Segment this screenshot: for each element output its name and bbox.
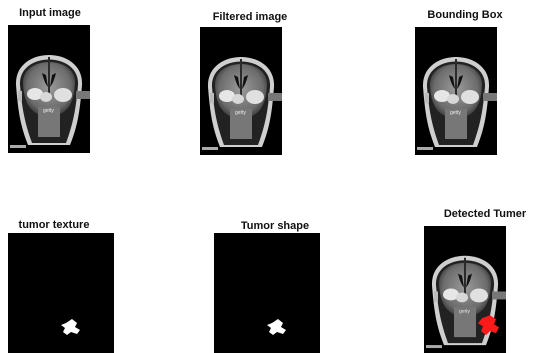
panel-title: Tumor shape (220, 220, 330, 232)
input-image (8, 25, 90, 153)
panel-title: Input image (0, 7, 118, 19)
detected-tumor-image (424, 226, 506, 353)
mri-scan-detected (424, 226, 506, 353)
panel-title: Detected Tumer (428, 208, 542, 220)
panel-title: Bounding Box (410, 9, 520, 21)
mri-scan-input (8, 25, 90, 153)
panel-title: tumor texture (0, 219, 114, 231)
filtered-image (200, 27, 282, 155)
bounding-box-image (415, 27, 497, 155)
panel-title: Filtered image (180, 11, 320, 23)
tumor-texture-image (8, 233, 114, 353)
tumor-mask-texture (8, 233, 114, 353)
mri-scan-bounding-box (415, 27, 497, 155)
tumor-shape-image (214, 233, 320, 353)
mri-scan-filtered (200, 27, 282, 155)
tumor-mask-shape (214, 233, 320, 353)
